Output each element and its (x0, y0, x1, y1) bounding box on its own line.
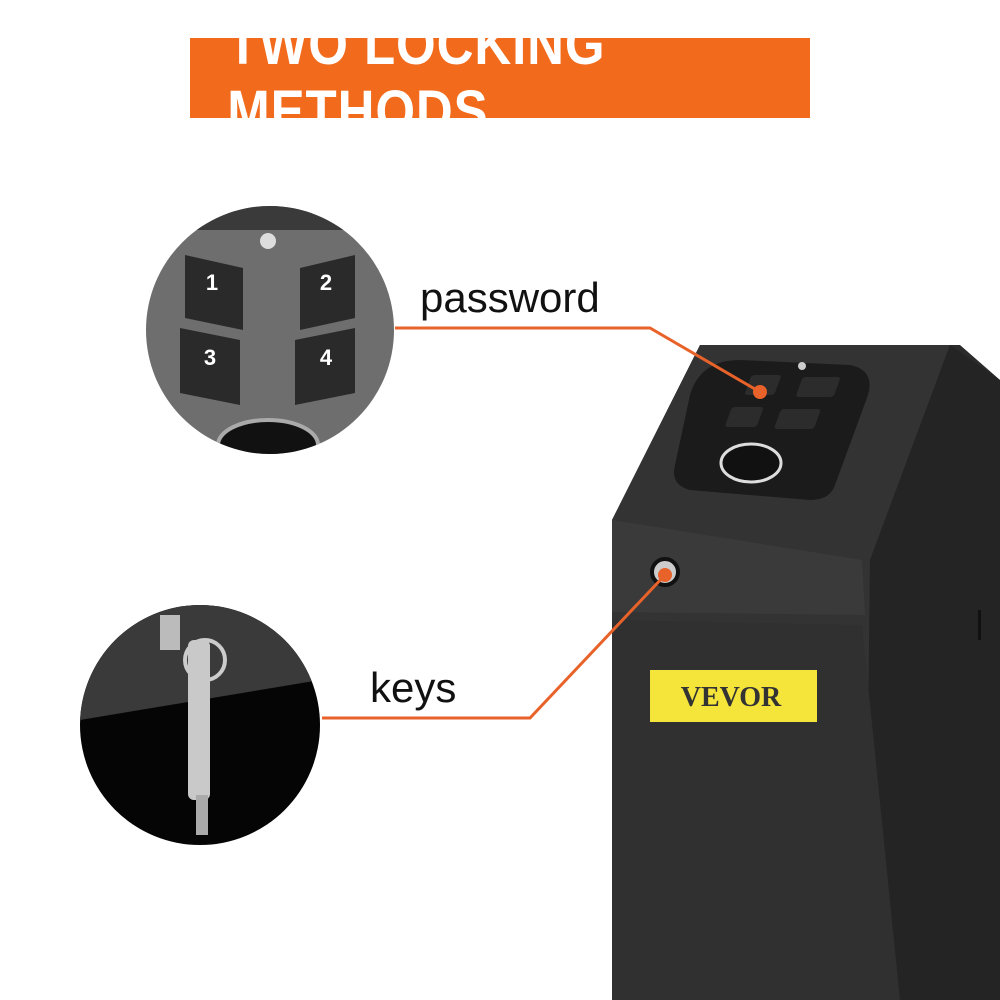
svg-text:4: 4 (320, 345, 333, 370)
svg-text:2: 2 (320, 270, 332, 295)
password-label: password (420, 274, 600, 321)
title-banner: TWO LOCKING METHODS (190, 12, 810, 144)
svg-text:1: 1 (206, 270, 218, 295)
title-text: TWO LOCKING METHODS (227, 12, 606, 144)
svg-text:VEVOR: VEVOR (681, 682, 782, 713)
password-callout-line (395, 326, 761, 394)
vevor-logo: VEVOR (650, 670, 817, 722)
safe-body (612, 345, 1000, 1000)
keys-closeup-image (80, 605, 320, 845)
password-callout-dot (753, 385, 767, 399)
keys-callout-line (322, 573, 667, 720)
keys-callout-dot (658, 568, 672, 582)
keypad-closeup-image: 1 2 3 4 (146, 206, 394, 454)
keys-label: keys (370, 664, 457, 711)
svg-text:3: 3 (204, 345, 216, 370)
